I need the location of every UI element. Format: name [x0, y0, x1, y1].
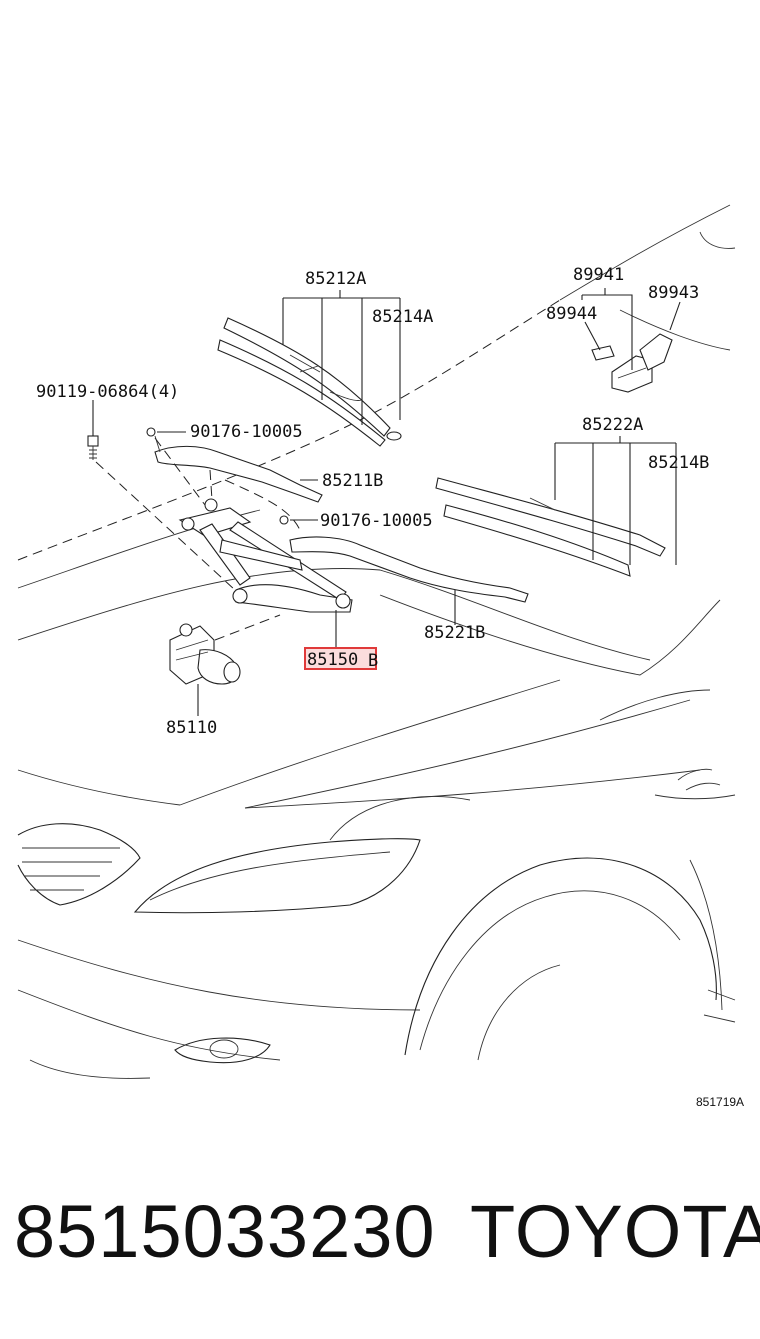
- label-85110[interactable]: 85110: [166, 718, 217, 738]
- washer-nozzle-89941: [591, 333, 673, 393]
- label-89941[interactable]: 89941: [573, 265, 624, 285]
- wiper-blade-85222A: [435, 477, 666, 577]
- label-89944[interactable]: 89944: [546, 304, 597, 324]
- wiper-blade-85212A: [217, 317, 402, 447]
- figure-code: 851719A: [696, 1095, 744, 1109]
- label-89943[interactable]: 89943: [648, 283, 699, 303]
- brand-name: TOYOTA: [470, 1190, 760, 1273]
- label-85150-suffix: B: [368, 651, 378, 671]
- label-90176-mid[interactable]: 90176-10005: [320, 511, 433, 531]
- part-number: 8515033230: [14, 1190, 436, 1273]
- label-85211B[interactable]: 85211B: [322, 471, 383, 491]
- wiper-linkage-85150B: [178, 498, 353, 613]
- label-90119[interactable]: 90119-06864(4): [36, 382, 179, 402]
- wiper-motor-85110: [169, 623, 241, 685]
- label-85221B[interactable]: 85221B: [424, 623, 485, 643]
- label-85214A[interactable]: 85214A: [372, 307, 433, 327]
- label-85222A[interactable]: 85222A: [582, 415, 643, 435]
- part-labels: 85212A 85214A 89941 89943 89944 90119-06…: [36, 265, 744, 1109]
- car-body-outline: [17, 204, 736, 1079]
- label-85150[interactable]: 85150: [307, 650, 358, 670]
- guide-lines: [95, 437, 301, 641]
- highlight-box: [304, 647, 377, 670]
- leader-lines: [92, 288, 681, 716]
- footer: 8515033230 TOYOTA: [0, 1185, 760, 1285]
- label-85214B[interactable]: 85214B: [648, 453, 709, 473]
- highlight-box-fill: [305, 648, 376, 669]
- wiper-arm-85221B: [279, 515, 529, 603]
- label-85212A[interactable]: 85212A: [305, 269, 366, 289]
- label-90176-top[interactable]: 90176-10005: [190, 422, 303, 442]
- bolt-90119: [87, 435, 99, 460]
